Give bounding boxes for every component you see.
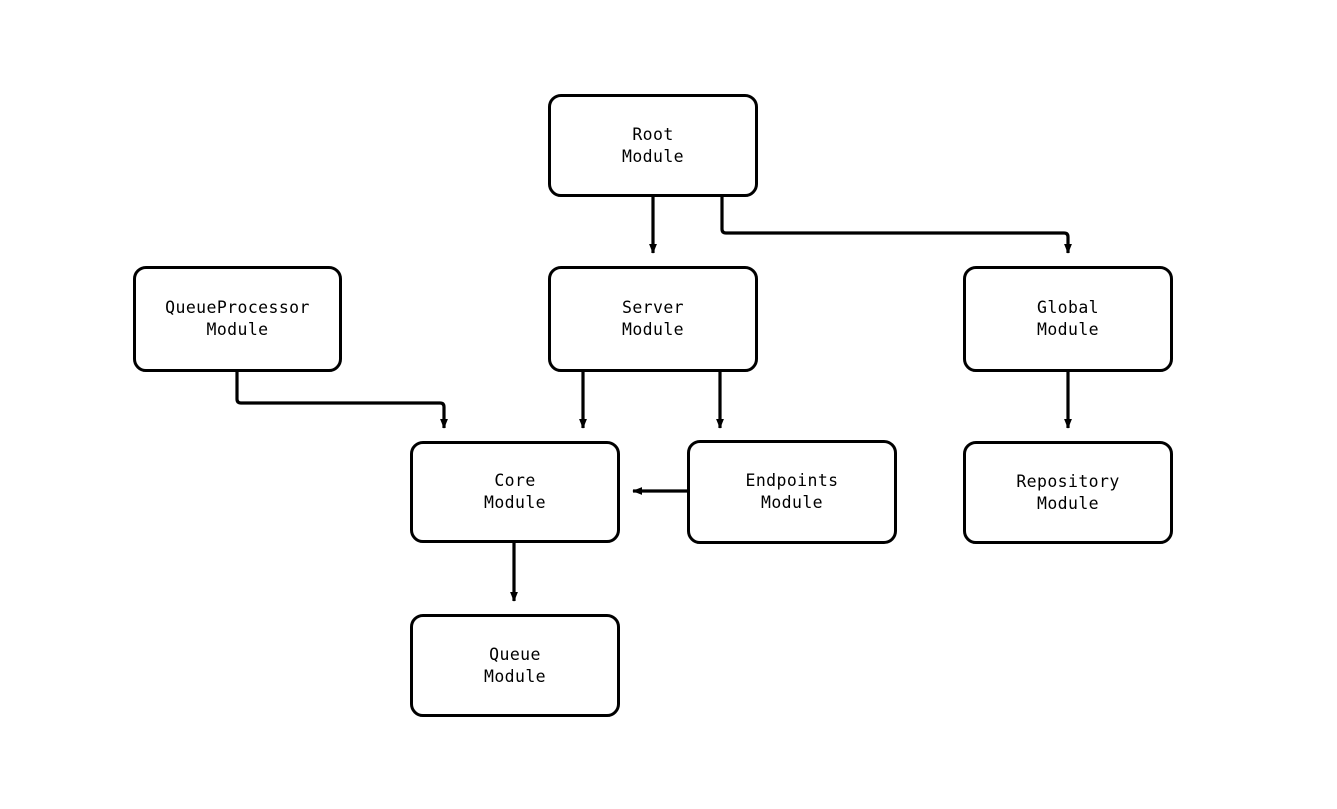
node-core-module-suffix: Module (483, 493, 546, 512)
node-queue-module-suffix: Module (483, 666, 546, 686)
node-endpoints-module-suffix: Module (760, 493, 823, 512)
node-root-module-name: Root (632, 124, 674, 144)
node-queueprocessor-module-suffix: Module (206, 320, 269, 339)
node-root-module[interactable]: Root Module (548, 94, 758, 197)
node-endpoints-module-name: Endpoints (745, 471, 839, 490)
node-server-module[interactable]: Server Module (548, 266, 758, 372)
node-global-module[interactable]: Global Module (963, 266, 1173, 372)
edge-queueprocessor-to-core (235, 372, 448, 429)
node-global-module-name: Global (1036, 298, 1099, 317)
node-queue-module[interactable]: Queue Module (410, 614, 620, 717)
node-repository-module-name: Repository (1016, 471, 1120, 491)
node-root-module-suffix: Module (621, 146, 684, 166)
node-core-module-name: Core (494, 471, 536, 490)
node-repository-module-suffix: Module (1036, 493, 1099, 513)
edge-root-to-global (720, 197, 1072, 254)
node-endpoints-module[interactable]: Endpoints Module (687, 440, 897, 544)
node-repository-module[interactable]: Repository Module (963, 441, 1173, 544)
node-server-module-suffix: Module (621, 320, 684, 339)
node-queueprocessor-module-name: QueueProcessor (165, 298, 310, 317)
node-queue-module-name: Queue (489, 644, 541, 664)
node-core-module[interactable]: Core Module (410, 441, 620, 543)
node-queueprocessor-module[interactable]: QueueProcessor Module (133, 266, 342, 372)
node-global-module-suffix: Module (1036, 320, 1099, 339)
node-server-module-name: Server (621, 298, 684, 317)
